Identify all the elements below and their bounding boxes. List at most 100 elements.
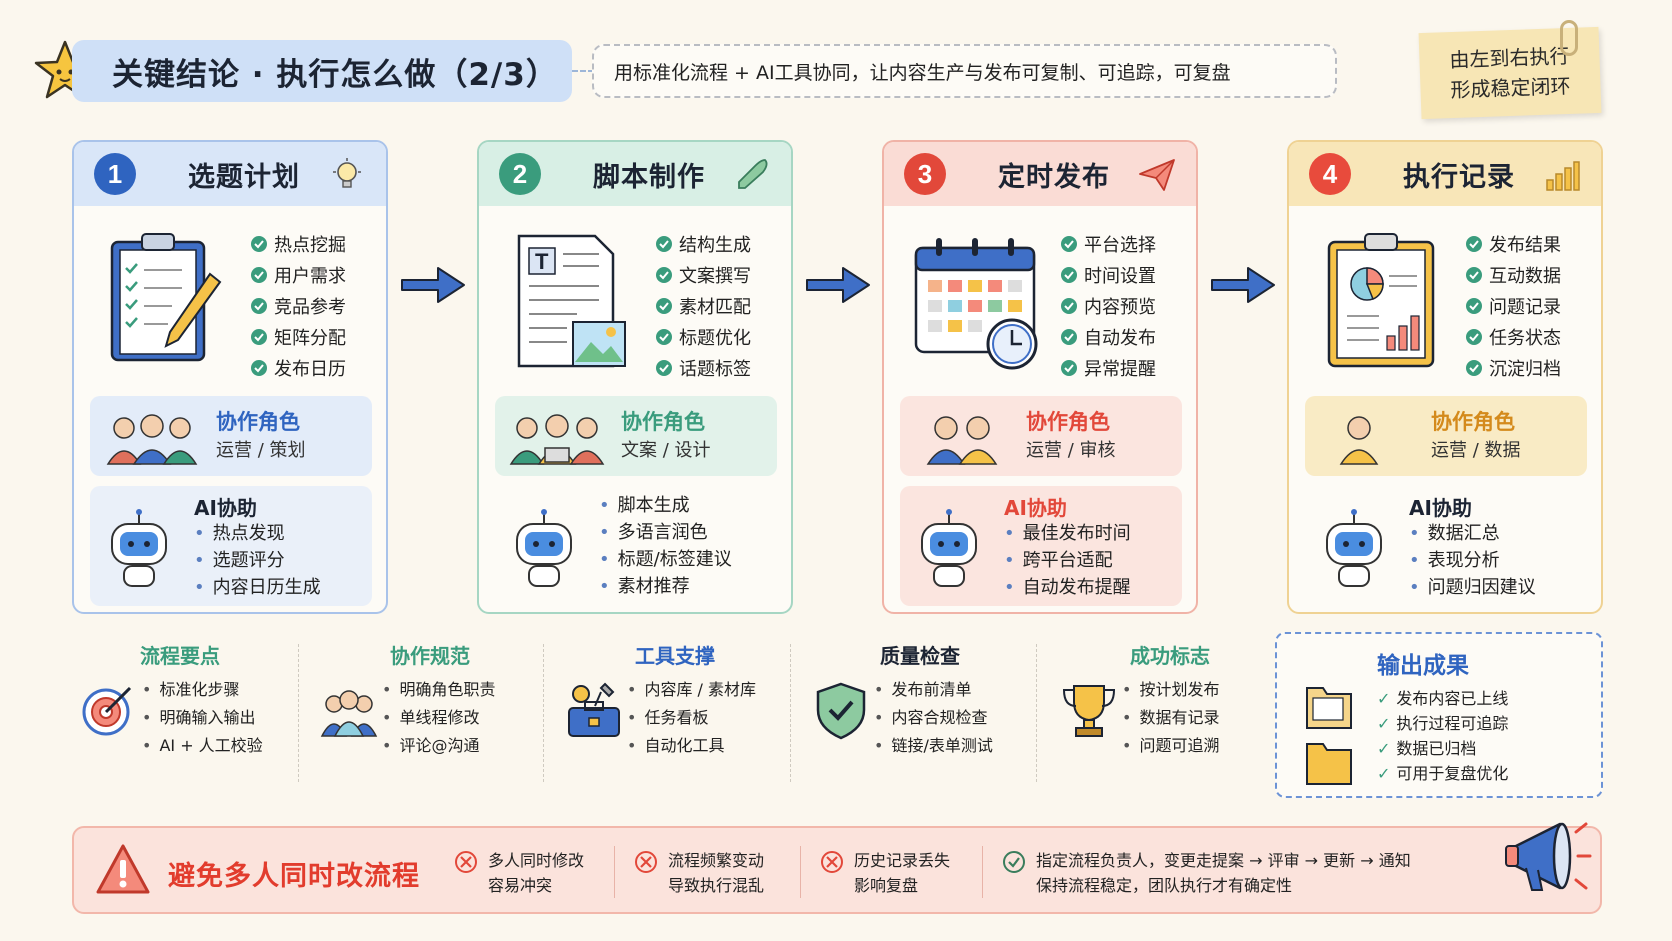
toolbox-icon [568, 682, 620, 737]
info-item: AI + 人工校验 [142, 732, 262, 760]
divider [614, 846, 615, 898]
paper-plane-icon [1139, 159, 1175, 191]
step-title: 定时发布 [998, 161, 1110, 193]
info-title: 工具支撑 [635, 644, 715, 668]
info-list: 按计划发布 数据有记录 问题可追溯 [1122, 676, 1219, 760]
info-list: 内容库 / 素材库 任务看板 自动化工具 [627, 676, 756, 760]
check-icon: ✓ [1377, 739, 1391, 758]
role-names: 运营 / 策划 [216, 440, 306, 461]
info-list: 标准化步骤 明确输入输出 AI + 人工校验 [142, 676, 263, 760]
checklist-item: 发布结果 [1465, 228, 1561, 259]
output-item: ✓执行过程可追踪 [1377, 711, 1508, 736]
divider [1036, 644, 1037, 782]
check-icon [1466, 235, 1482, 252]
cross-icon [455, 851, 477, 873]
step-title: 选题计划 [188, 161, 300, 193]
step-number: 3 [904, 153, 946, 195]
ai-item: 内容日历生成 [194, 574, 321, 601]
calendar-clock-icon [914, 238, 1038, 370]
step-card-2: 2 脚本制作 T 结构生成 文案撰写 素材匹配 标题优化 话题标签 协作角色 文… [477, 140, 793, 614]
step-card-4: 4 执行记录 发布结果 互动数据 问题记录 任务状态 沉淀归档 协作角色 运营 … [1287, 140, 1603, 614]
ai-title: AI协助 [194, 496, 257, 520]
check-icon [251, 235, 267, 252]
ai-item: 问题归因建议 [1409, 574, 1536, 601]
ai-title: AI协助 [1409, 496, 1472, 520]
ai-item: 跨平台适配 [1004, 547, 1131, 574]
arrow-right-icon [401, 267, 465, 303]
role-names: 运营 / 审核 [1026, 440, 1116, 461]
ai-item: 脚本生成 [599, 492, 732, 519]
person-icon [1339, 416, 1379, 465]
info-item: 按计划发布 [1122, 676, 1219, 704]
checklist-item: 话题标签 [655, 352, 751, 383]
info-item: 明确输入输出 [142, 704, 263, 732]
role-box: 协作角色 运营 / 策划 [90, 396, 372, 476]
checklist-item: 用户需求 [250, 259, 346, 290]
checklist-item: 问题记录 [1465, 290, 1561, 321]
warning-icon [96, 844, 150, 894]
output-item: ✓数据已归档 [1377, 736, 1508, 761]
step-number: 2 [499, 153, 541, 195]
check-icon: ✓ [1377, 689, 1391, 708]
warning-item: 流程频繁变动导致执行混乱 [634, 848, 764, 898]
warning-item: 历史记录丢失影响复盘 [820, 848, 950, 898]
robot-icon [516, 509, 572, 587]
checklist-item: 内容预览 [1060, 290, 1156, 321]
report-clipboard-icon [1327, 233, 1435, 368]
checklist-item: 竞品参考 [250, 290, 346, 321]
checklist-item: 文案撰写 [655, 259, 751, 290]
check-icon [1466, 266, 1482, 283]
check-icon [656, 297, 672, 314]
trophy-icon [1062, 685, 1116, 737]
info-process-points: 流程要点 标准化步骤 明确输入输出 AI + 人工校验 [80, 640, 310, 780]
check-icon: ✓ [1377, 714, 1391, 733]
info-collab-rules: 协作规范 明确角色职责 单线程修改 评论@沟通 [320, 640, 550, 780]
megaphone-icon [1505, 822, 1592, 891]
output-results-box: 输出成果 ✓发布内容已上线 ✓执行过程可追踪 ✓数据已归档 ✓可用于复盘优化 [1275, 632, 1603, 798]
checklist-item: 任务状态 [1465, 321, 1561, 352]
warning-title: 避免多人同时改流程 [168, 861, 420, 892]
checklist-item: 异常提醒 [1060, 352, 1156, 383]
checklist-item: 热点挖掘 [250, 228, 346, 259]
step-number: 1 [94, 153, 136, 195]
check-icon [1061, 328, 1077, 345]
checklist-item: 平台选择 [1060, 228, 1156, 259]
role-box: 协作角色 运营 / 数据 [1305, 396, 1587, 476]
role-title: 协作角色 [216, 410, 300, 434]
checklist-item: 发布日历 [250, 352, 346, 383]
ai-list: 数据汇总 表现分析 问题归因建议 [1409, 520, 1536, 601]
step-number: 4 [1309, 153, 1351, 195]
page-title: 关键结论 · 执行怎么做（2/3） [72, 40, 572, 102]
shield-check-icon [816, 682, 866, 740]
role-names: 文案 / 设计 [621, 440, 711, 461]
cross-icon [821, 851, 843, 873]
info-item: 评论@沟通 [382, 732, 495, 760]
team-icon [926, 416, 998, 465]
step-checklist: 平台选择 时间设置 内容预览 自动发布 异常提醒 [1060, 228, 1156, 383]
step-card-header: 4 执行记录 [1289, 142, 1601, 206]
check-icon [1466, 297, 1482, 314]
info-tool-support: 工具支撑 内容库 / 素材库 任务看板 自动化工具 [565, 640, 795, 780]
warning-item: 多人同时修改容易冲突 [454, 848, 584, 898]
ai-item: 自动发布提醒 [1004, 574, 1131, 601]
check-icon [1061, 235, 1077, 252]
checklist-item: 时间设置 [1060, 259, 1156, 290]
sticky-note-line2: 形成稳定闭环 [1450, 73, 1571, 103]
check-icon [656, 266, 672, 283]
step-title: 脚本制作 [593, 161, 705, 193]
checklist-item: 结构生成 [655, 228, 751, 259]
role-box: 协作角色 运营 / 审核 [900, 396, 1182, 476]
check-icon [251, 328, 267, 345]
title-connector [572, 70, 594, 72]
checklist-item: 自动发布 [1060, 321, 1156, 352]
document-icon: T [517, 234, 626, 368]
robot-icon [1326, 509, 1382, 587]
step-checklist: 发布结果 互动数据 问题记录 任务状态 沉淀归档 [1465, 228, 1561, 383]
divider [982, 846, 983, 898]
team-icon [509, 414, 605, 465]
info-item: 标准化步骤 [142, 676, 263, 704]
checklist-item: 标题优化 [655, 321, 751, 352]
ai-assist-box: AI协助 数据汇总 表现分析 问题归因建议 [1305, 486, 1587, 606]
ai-title: AI协助 [1004, 496, 1067, 520]
step-checklist: 热点挖掘 用户需求 竞品参考 矩阵分配 发布日历 [250, 228, 346, 383]
